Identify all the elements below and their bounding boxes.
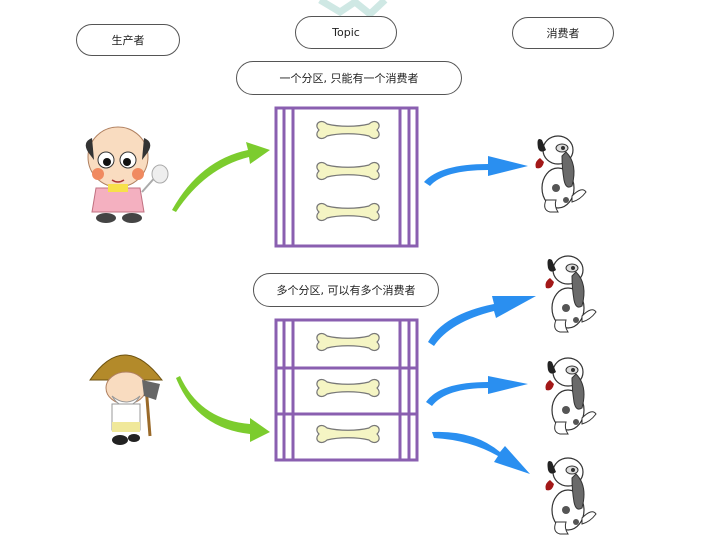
blue-arrow-icon bbox=[428, 296, 536, 346]
multi-partition-box bbox=[274, 318, 419, 462]
multi-partition-note-label: 多个分区, 可以有多个消费者 bbox=[276, 284, 416, 297]
single-partition-note: 一个分区, 只能有一个消费者 bbox=[236, 61, 462, 95]
watermark-shape bbox=[318, 0, 388, 19]
producer-farmer-icon bbox=[89, 354, 164, 445]
consumer-dog-icon bbox=[544, 255, 597, 333]
blue-arrow-icon bbox=[424, 156, 528, 186]
producer-header-label: 生产者 bbox=[111, 34, 145, 47]
producer-chef-icon bbox=[85, 126, 169, 223]
multi-partition-note: 多个分区, 可以有多个消费者 bbox=[253, 273, 439, 307]
consumer-dog-icon bbox=[534, 135, 587, 213]
blue-arrow-icon bbox=[432, 431, 530, 474]
green-arrow-icon bbox=[176, 376, 270, 442]
topic-header-label: Topic bbox=[332, 26, 360, 39]
consumer-header: 消费者 bbox=[512, 17, 614, 49]
green-arrow-icon bbox=[172, 142, 270, 212]
single-partition-box bbox=[274, 106, 419, 248]
consumer-dog-icon bbox=[544, 357, 597, 435]
consumer-header-label: 消费者 bbox=[546, 27, 580, 40]
single-partition-note-label: 一个分区, 只能有一个消费者 bbox=[279, 72, 419, 85]
blue-arrow-icon bbox=[426, 376, 528, 406]
consumer-dog-icon bbox=[544, 457, 597, 535]
topic-header: Topic bbox=[295, 16, 397, 49]
producer-header: 生产者 bbox=[76, 24, 180, 56]
